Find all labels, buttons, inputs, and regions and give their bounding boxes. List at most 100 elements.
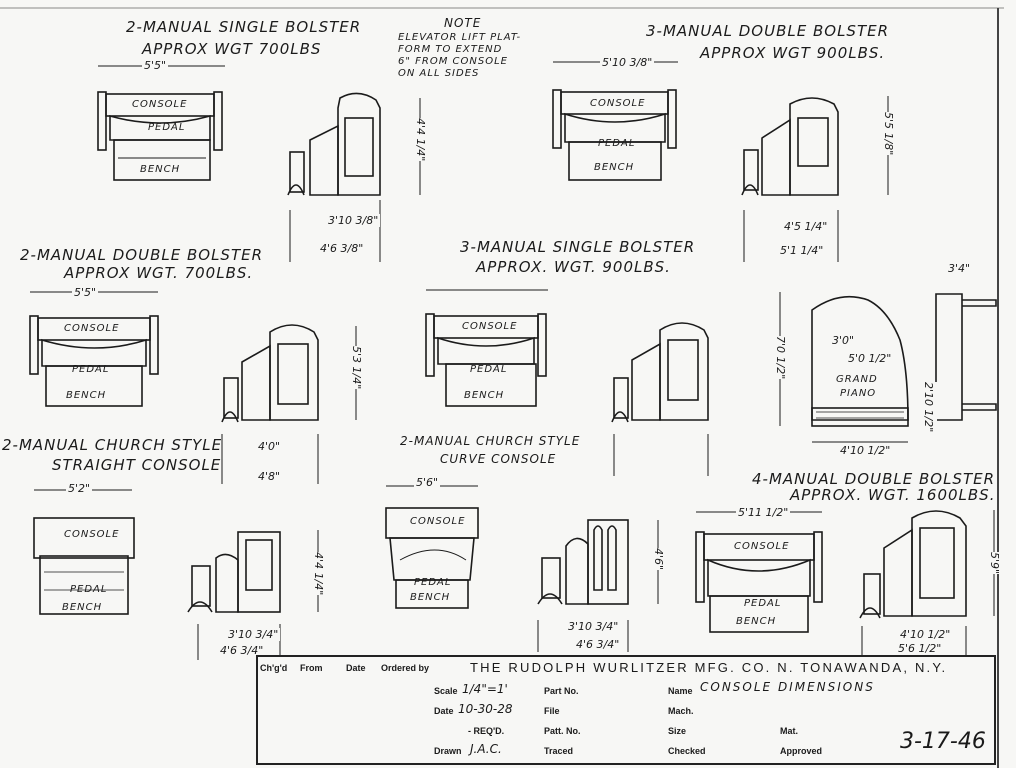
- d4-pedal-label: PEDAL: [470, 364, 508, 375]
- piano-w1-dim: 3'0": [830, 334, 857, 347]
- d2-depth-a-dim: 4'5 1/4": [782, 220, 830, 233]
- d1-height-dim: 4'4 1/4": [412, 118, 429, 162]
- d3-height-dim: 5'3 1/4": [348, 346, 365, 390]
- d1-console-label: CONSOLE: [132, 99, 188, 110]
- reqd-label: - REQ'D.: [468, 726, 505, 736]
- date-header: Date: [346, 663, 366, 673]
- d4-console-label: CONSOLE: [462, 321, 518, 332]
- note-heading: NOTE: [444, 16, 482, 30]
- d1-depth-b-dim: 4'6 3/8": [318, 242, 366, 255]
- d6-bench-label: BENCH: [410, 592, 451, 603]
- d2-depth-b-dim: 5'1 1/4": [778, 244, 826, 257]
- d4-plan-view: [425, 289, 548, 407]
- d2-height-dim: 5'5 1/8": [880, 112, 897, 156]
- d2-width-dim: 5'10 3/8": [600, 56, 655, 69]
- ordered-by-header: Ordered by: [381, 663, 430, 673]
- d6-depth-a-dim: 3'10 3/4": [566, 620, 621, 633]
- d7-console-label: CONSOLE: [734, 541, 790, 552]
- name-value: CONSOLE DIMENSIONS: [700, 680, 875, 694]
- d6-subtitle: CURVE CONSOLE: [440, 452, 557, 466]
- d4-weight: APPROX. WGT. 900LBS.: [476, 258, 671, 276]
- d6-console-label: CONSOLE: [410, 516, 466, 527]
- grand-piano-view: [779, 292, 997, 443]
- d2-pedal-label: PEDAL: [598, 138, 636, 149]
- d3-weight: APPROX WGT. 700LBS.: [64, 264, 254, 282]
- d6-depth-b-dim: 4'6 3/4": [574, 638, 622, 651]
- d1-weight: APPROX WGT 700LBS: [142, 40, 322, 58]
- d3-width-dim: 5'5": [72, 286, 99, 299]
- piano-label-2: PIANO: [840, 388, 877, 399]
- d5-title: 2-MANUAL CHURCH STYLE: [2, 436, 223, 454]
- approved-label: Approved: [780, 746, 823, 756]
- d7-depth-a-dim: 4'10 1/2": [898, 628, 953, 641]
- d1-pedal-label: PEDAL: [148, 122, 186, 133]
- d4-bench-label: BENCH: [464, 390, 505, 401]
- d2-plan-view: [552, 61, 678, 181]
- d2-console-label: CONSOLE: [590, 98, 646, 109]
- chgd-header: Ch'g'd: [260, 663, 288, 673]
- drawn-label: Drawn: [434, 746, 462, 756]
- piano-side-width-dim: 3'4": [946, 262, 973, 275]
- d5-console-label: CONSOLE: [64, 529, 120, 540]
- d7-title: 4-MANUAL DOUBLE BOLSTER: [752, 470, 996, 488]
- d1-plan-view: [97, 65, 225, 181]
- d7-width-dim: 5'11 1/2": [736, 506, 791, 519]
- d7-pedal-label: PEDAL: [744, 598, 782, 609]
- d2-weight: APPROX WGT 900LBS.: [700, 44, 886, 62]
- d6-plan-view: [385, 485, 479, 609]
- note-line-3: 6" FROM CONSOLE: [398, 56, 508, 67]
- file-label: File: [544, 706, 560, 716]
- d5-height-dim: 4'4 1/4": [310, 552, 327, 596]
- d3-depth-b-dim: 4'8": [256, 470, 283, 483]
- d4-side-view: [611, 322, 709, 476]
- d1-width-dim: 5'5": [142, 59, 169, 72]
- drawn-value: J.A.C.: [470, 742, 502, 756]
- piano-side-height-dim: 2'10 1/2": [920, 382, 937, 433]
- d7-height-dim: 5'9": [986, 552, 1003, 575]
- d5-depth-b-dim: 4'6 3/4": [218, 644, 266, 657]
- d3-bench-label: BENCH: [66, 390, 107, 401]
- part-no-label: Part No.: [544, 686, 579, 696]
- d1-side-view: [287, 92, 421, 262]
- piano-depth-dim: 4'10 1/2": [838, 444, 893, 457]
- d7-bench-label: BENCH: [736, 616, 777, 627]
- piano-height-dim: 7'0 1/2": [772, 336, 789, 380]
- note-line-1: ELEVATOR LIFT PLAT-: [398, 32, 522, 43]
- d4-title: 3-MANUAL SINGLE BOLSTER: [460, 238, 696, 256]
- scale-label: Scale: [434, 686, 458, 696]
- name-label: Name: [668, 686, 693, 696]
- d3-pedal-label: PEDAL: [72, 364, 110, 375]
- d5-depth-a-dim: 3'10 3/4": [226, 628, 281, 641]
- d5-pedal-label: PEDAL: [70, 584, 108, 595]
- d6-title: 2-MANUAL CHURCH STYLE: [400, 434, 581, 448]
- d7-side-view: [859, 510, 995, 656]
- d7-depth-b-dim: 5'6 1/2": [896, 642, 944, 655]
- from-header: From: [300, 663, 323, 673]
- d5-bench-label: BENCH: [62, 602, 103, 613]
- date-value: 10-30-28: [458, 702, 513, 716]
- d7-weight: APPROX. WGT. 1600LBS.: [790, 486, 996, 504]
- d5-subtitle: STRAIGHT CONSOLE: [52, 456, 222, 474]
- d3-console-label: CONSOLE: [64, 323, 120, 334]
- mat-label: Mat.: [780, 726, 798, 736]
- piano-w2-dim: 5'0 1/2": [846, 352, 894, 365]
- d6-width-dim: 5'6": [414, 476, 441, 489]
- d5-width-dim: 5'2": [66, 482, 93, 495]
- patt-no-label: Patt. No.: [544, 726, 581, 736]
- d2-bench-label: BENCH: [594, 162, 635, 173]
- traced-label: Traced: [544, 746, 574, 756]
- checked-label: Checked: [668, 746, 706, 756]
- d1-bench-label: BENCH: [140, 164, 181, 175]
- d1-title: 2-MANUAL SINGLE BOLSTER: [126, 18, 362, 36]
- d1-depth-a-dim: 3'10 3/8": [326, 214, 381, 227]
- d2-title: 3-MANUAL DOUBLE BOLSTER: [646, 22, 890, 40]
- d3-title: 2-MANUAL DOUBLE BOLSTER: [20, 246, 264, 264]
- company-name: THE RUDOLPH WURLITZER MFG. CO. N. TONAWA…: [470, 660, 948, 675]
- d6-pedal-label: PEDAL: [414, 577, 452, 588]
- d6-height-dim: 4'6": [650, 548, 667, 571]
- piano-label-1: GRAND: [836, 374, 878, 385]
- drawing-number: 3-17-46: [900, 729, 986, 754]
- d5-plan-view: [33, 489, 135, 615]
- d2-side-view: [741, 96, 889, 262]
- title-block: [256, 655, 996, 765]
